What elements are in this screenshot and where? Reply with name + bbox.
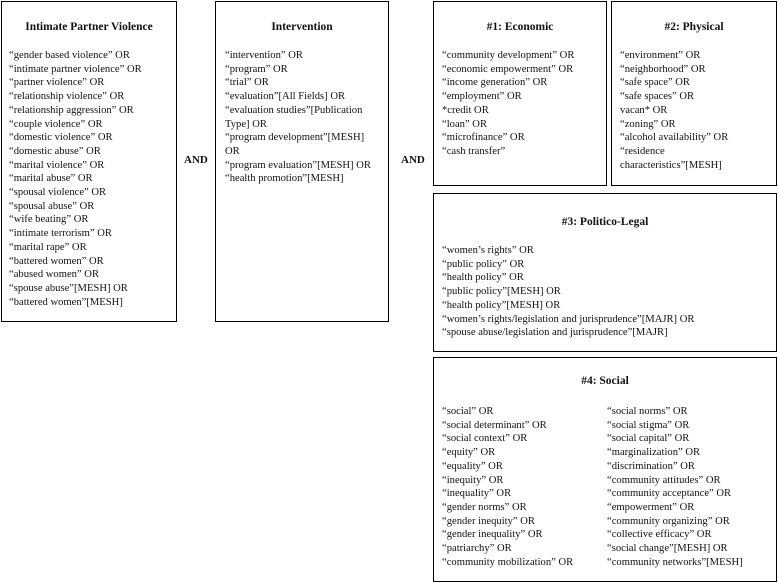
search-term: “safe spaces” OR: [620, 91, 695, 103]
search-term: “social change”[MESH] OR: [607, 543, 728, 555]
physical-term-list: “environment” OR “neighborhood” OR “safe s…: [620, 49, 776, 172]
social-term-list-left: “social” OR “social determinant” OR “socia…: [442, 405, 573, 569]
politico-legal-term-list: “women’s rights” OR “public policy” OR “he…: [442, 244, 776, 340]
search-term: vacan* OR: [620, 104, 668, 116]
search-term: “social determinant” OR: [442, 419, 547, 431]
search-term: “economic empowerment” OR: [442, 63, 574, 75]
search-term: “income generation” OR: [442, 77, 548, 89]
search-term: “women’s rights/legislation and jurispru…: [442, 313, 695, 325]
and-connector-1: AND: [184, 154, 208, 166]
search-term: “safe space” OR: [620, 77, 690, 89]
search-term: “social” OR: [442, 406, 494, 417]
search-term: “inequity” OR: [442, 474, 504, 486]
search-term: “empowerment” OR: [607, 501, 695, 513]
search-term: “public policy” OR: [442, 258, 525, 270]
search-term: “environment” OR: [620, 50, 701, 61]
search-term: “community development” OR: [442, 50, 575, 61]
search-term: “patriarchy” OR: [442, 543, 512, 555]
intervention-title: Intervention: [271, 21, 333, 33]
physical-box: #2: Physical “environment” OR “neighborho…: [611, 1, 777, 186]
search-term: “collective efficacy” OR: [607, 529, 712, 541]
search-term: “intervention” OR: [225, 50, 303, 61]
search-term: “relationship aggression” OR: [9, 104, 134, 116]
search-term: “spouse abuse/legislation and jurisprude…: [442, 327, 668, 339]
search-term: “women’s rights” OR: [442, 245, 534, 256]
search-term: “battered women” OR: [9, 255, 104, 267]
search-term: “relationship violence” OR: [9, 91, 125, 103]
search-term: “community networks”[MESH]: [607, 556, 743, 568]
search-term: “neighborhood” OR: [620, 63, 706, 75]
search-term: “partner violence” OR: [9, 77, 105, 89]
search-term: “equity” OR: [442, 447, 496, 459]
search-term: *credit OR: [442, 104, 489, 116]
search-term: “public policy”[MESH] OR: [442, 286, 561, 298]
search-term: “trial” OR: [225, 77, 269, 89]
search-term: “community attitudes” OR: [607, 474, 721, 486]
search-term: “program evaluation”[MESH] OR: [225, 159, 371, 171]
search-term: “program” OR: [225, 63, 288, 75]
search-term: “social capital” OR: [607, 433, 690, 445]
search-term: Type] OR: [225, 118, 267, 130]
search-term: “couple violence” OR: [9, 118, 103, 130]
search-term: OR: [225, 145, 240, 157]
search-term: “zoning” OR: [620, 118, 676, 130]
physical-title: #2: Physical: [664, 21, 724, 33]
search-term: “evaluation”[All Fields] OR: [225, 91, 346, 103]
search-term: “community organizing” OR: [607, 515, 730, 527]
search-term: “marital abuse” OR: [9, 173, 93, 185]
search-term: “social stigma” OR: [607, 419, 690, 431]
search-term: “domestic abuse” OR: [9, 145, 101, 157]
search-term: characteristics”[MESH]: [620, 159, 722, 171]
search-term: “gender norms” OR: [442, 501, 527, 513]
search-term: “health policy” OR: [442, 272, 524, 284]
social-term-list-right: “social norms” OR “social stigma” OR “soci…: [607, 405, 743, 569]
search-term: “alcohol availability” OR: [620, 132, 729, 144]
search-term: “marital rape” OR: [9, 241, 87, 253]
search-term: “health policy”[MESH] OR: [442, 299, 561, 311]
search-term: “domestic violence” OR: [9, 132, 113, 144]
and-connector-2: AND: [401, 154, 425, 166]
search-term: “community acceptance” OR: [607, 488, 732, 500]
ipv-term-list: “gender based violence” OR “intimate part…: [9, 49, 176, 309]
economic-box: #1: Economic “community development” OR“…: [433, 1, 607, 186]
search-term: “program development”[MESH]: [225, 132, 365, 144]
search-term: “intimate terrorism” OR: [9, 228, 112, 240]
search-term: “gender inequity” OR: [442, 515, 535, 527]
ipv-box: Intimate Partner Violence “gender based …: [1, 1, 177, 322]
search-term: “discrimination” OR: [607, 460, 695, 472]
search-term: “microfinance” OR: [442, 132, 525, 144]
search-term: “equality” OR: [442, 460, 503, 472]
search-term: “employment” OR: [442, 91, 522, 103]
search-term: “battered women”[MESH]: [9, 296, 123, 308]
search-term: “social norms” OR: [607, 406, 688, 417]
search-term: “marginalization” OR: [607, 447, 701, 459]
search-term: “spouse abuse”[MESH] OR: [9, 282, 128, 294]
search-term: “gender inequality” OR: [442, 529, 543, 541]
social-title: #4: Social: [581, 375, 629, 387]
search-term: “loan” OR: [442, 118, 488, 130]
search-term: “inequality” OR: [442, 488, 512, 500]
search-term: “marital violence” OR: [9, 159, 105, 171]
search-term: “spousal violence” OR: [9, 187, 107, 199]
search-term: “social context” OR: [442, 433, 528, 445]
politico-legal-title: #3: Politico-Legal: [561, 216, 649, 228]
search-term: “residence: [620, 145, 665, 157]
intervention-term-list: “intervention” OR “program” OR “trial” OR “…: [225, 49, 388, 186]
search-term: “evaluation studies”[Publication: [225, 104, 363, 116]
search-term: “community mobilization” OR: [442, 556, 574, 568]
ipv-title: Intimate Partner Violence: [25, 21, 153, 33]
economic-term-list: “community development” OR “economic empo…: [442, 49, 606, 159]
social-box: #4: Social “social” OR “social determinan…: [433, 357, 777, 582]
search-term: “health promotion”[MESH]: [225, 173, 344, 185]
economic-title: #1: Economic: [486, 21, 554, 33]
search-term: “gender based violence” OR: [9, 50, 130, 61]
search-term: “wife beating” OR: [9, 214, 89, 226]
politico-legal-box: #3: Politico-Legal “women’s rights” OR “p…: [433, 193, 777, 352]
intervention-box: Intervention “intervention” OR “program” …: [215, 1, 389, 322]
search-term: “spousal abuse” OR: [9, 200, 95, 212]
search-term: “cash transfer”: [442, 145, 506, 157]
search-term: “abused women” OR: [9, 269, 100, 281]
search-term: “intimate partner violence” OR: [9, 63, 142, 75]
